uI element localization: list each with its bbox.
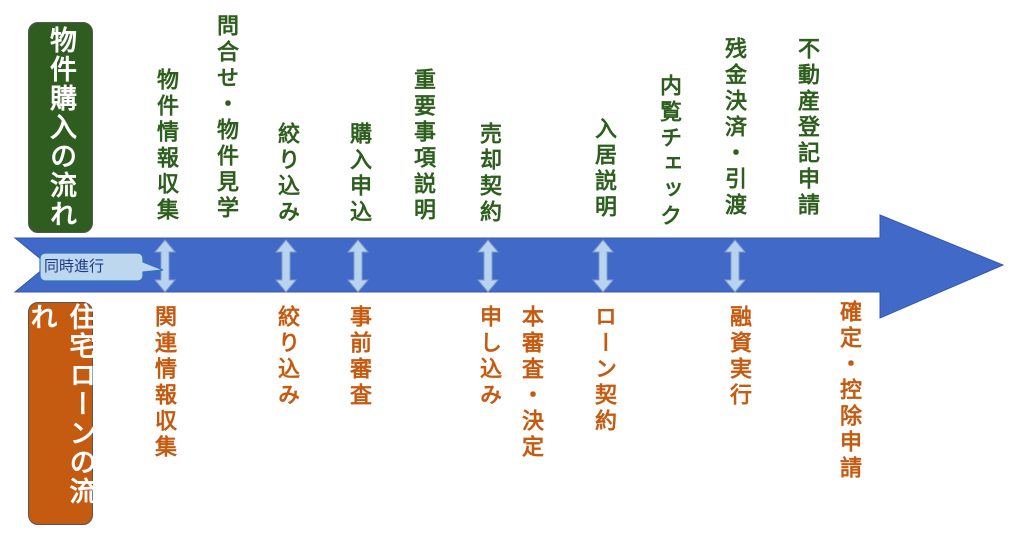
double-arrow-icon [153, 239, 177, 293]
loan-step: ローン契約 [591, 305, 616, 435]
purchase-step: 残金決済・引渡 [721, 37, 746, 219]
purchase-flow-title: 物件購入の流れ [28, 22, 93, 233]
purchase-step: 絞り込み [274, 122, 299, 226]
loan-step: 関連情報収集 [151, 305, 176, 461]
purchase-step: 購入申込 [346, 122, 371, 226]
loan-flow-title: 住宅ローンの流れ [26, 302, 96, 525]
purchase-step: 内覧チェック [656, 74, 681, 230]
double-arrow-icon [274, 239, 298, 293]
sync-callout-label: 同時進行 [44, 257, 105, 275]
loan-step: 本審査・決定 [518, 305, 543, 461]
purchase-step: 入居説明 [591, 117, 616, 221]
loan-step: 事前審査 [346, 305, 371, 409]
purchase-step: 不動産登記申請 [794, 37, 819, 219]
purchase-step: 売却契約 [476, 122, 501, 226]
loan-step: 申し込み [476, 305, 501, 409]
purchase-step: 問合せ・物件見学 [213, 14, 238, 222]
double-arrow-icon [723, 239, 747, 293]
callout-bubble [39, 252, 164, 282]
loan-step: 絞り込み [274, 305, 299, 409]
timeline-arrow [13, 214, 1005, 319]
purchase-step: 重要事項説明 [410, 68, 435, 224]
loan-step: 確定・控除申請 [836, 300, 861, 482]
loan-step: 融資実行 [726, 305, 751, 409]
double-arrow-icon [476, 239, 500, 293]
double-arrow-icon [591, 239, 615, 293]
double-arrow-icon [346, 239, 370, 293]
purchase-step: 物件情報収集 [153, 68, 178, 224]
